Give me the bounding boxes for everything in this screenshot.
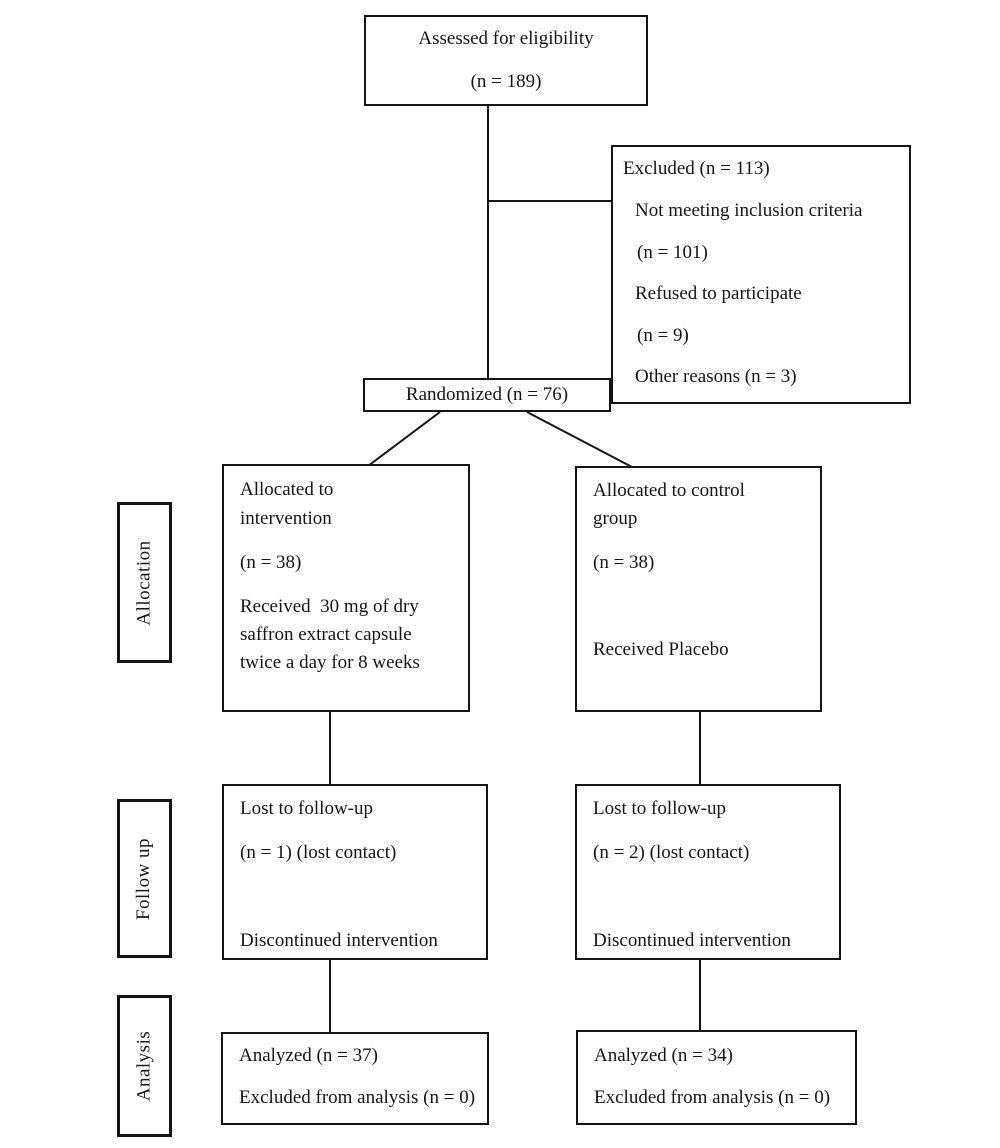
randomized-label: Randomized (n = 76) bbox=[405, 384, 569, 405]
analysis-left-line: Excluded from analysis (n = 0) bbox=[239, 1087, 476, 1108]
excluded-reason: (n = 101) bbox=[637, 242, 708, 263]
analysis-right-line: Analyzed (n = 34) bbox=[594, 1045, 733, 1066]
stage-label-allocation-text: Allocation bbox=[133, 539, 155, 626]
control-n: (n = 38) bbox=[593, 552, 655, 573]
assessed-line2: (n = 189) bbox=[470, 71, 542, 92]
connector-randomized-to-intervention bbox=[367, 411, 441, 467]
assessed-box: Assessed for eligibility (n = 189) bbox=[364, 15, 648, 106]
control-line: Received Placebo bbox=[593, 639, 729, 660]
followup-left-box: Lost to follow-up (n = 1) (lost contact)… bbox=[222, 784, 488, 960]
followup-right-box: Lost to follow-up (n = 2) (lost contact)… bbox=[575, 784, 841, 960]
stage-label-followup-text: Follow up bbox=[133, 837, 155, 920]
stage-label-analysis: Analysis bbox=[117, 995, 172, 1137]
stage-label-analysis-text: Analysis bbox=[133, 1030, 155, 1102]
analysis-right-box: Analyzed (n = 34) Excluded from analysis… bbox=[576, 1030, 857, 1125]
connector-randomized-to-control bbox=[526, 411, 633, 468]
followup-left-line: Discontinued intervention bbox=[240, 930, 438, 951]
followup-right-line: Discontinued intervention bbox=[593, 930, 791, 951]
intervention-line: Received 30 mg of dry bbox=[240, 596, 419, 617]
connector-control-to-followup bbox=[699, 712, 701, 784]
excluded-title: Excluded (n = 113) bbox=[623, 158, 770, 179]
intervention-line: intervention bbox=[240, 508, 332, 529]
connector-to-excluded bbox=[488, 200, 611, 202]
followup-right-line: (n = 2) (lost contact) bbox=[593, 842, 750, 863]
excluded-reason: Not meeting inclusion criteria bbox=[635, 200, 863, 221]
connector-followup-to-analysis-left bbox=[329, 960, 331, 1032]
excluded-reason: Refused to participate bbox=[635, 283, 802, 304]
intervention-box: Allocated to intervention (n = 38) Recei… bbox=[222, 464, 470, 712]
followup-left-line: (n = 1) (lost contact) bbox=[240, 842, 397, 863]
analysis-left-box: Analyzed (n = 37) Excluded from analysis… bbox=[221, 1032, 489, 1125]
connector-intervention-to-followup bbox=[329, 712, 331, 784]
assessed-line1: Assessed for eligibility bbox=[418, 28, 594, 49]
followup-left-line: Lost to follow-up bbox=[240, 798, 373, 819]
connector-assessed-to-randomized bbox=[487, 106, 489, 380]
analysis-left-line: Analyzed (n = 37) bbox=[239, 1045, 378, 1066]
excluded-box: Excluded (n = 113) Not meeting inclusion… bbox=[611, 145, 911, 404]
control-line: Allocated to control bbox=[593, 480, 745, 501]
excluded-reason: (n = 9) bbox=[637, 325, 689, 346]
analysis-right-line: Excluded from analysis (n = 0) bbox=[594, 1087, 831, 1108]
followup-right-line: Lost to follow-up bbox=[593, 798, 726, 819]
connector-followup-to-analysis-right bbox=[699, 960, 701, 1030]
intervention-line: saffron extract capsule bbox=[240, 624, 412, 645]
intervention-n: (n = 38) bbox=[240, 552, 302, 573]
control-line: group bbox=[593, 508, 638, 529]
stage-label-allocation: Allocation bbox=[117, 502, 172, 663]
randomized-box: Randomized (n = 76) bbox=[363, 378, 611, 412]
control-box: Allocated to control group (n = 38) Rece… bbox=[575, 466, 822, 712]
excluded-reason: Other reasons (n = 3) bbox=[635, 366, 797, 387]
intervention-line: twice a day for 8 weeks bbox=[240, 652, 420, 673]
intervention-line: Allocated to bbox=[240, 479, 334, 500]
stage-label-followup: Follow up bbox=[117, 799, 172, 958]
